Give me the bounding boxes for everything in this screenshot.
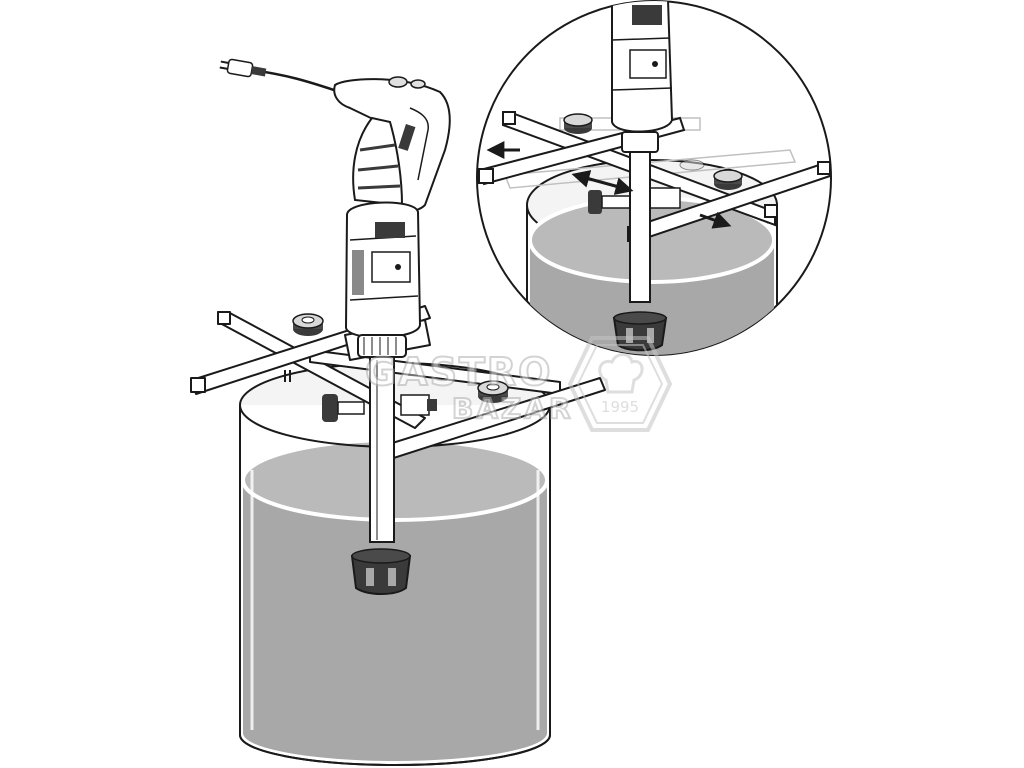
- power-plug-icon: [219, 58, 267, 78]
- watermark-line-1: GASTRO: [365, 350, 552, 394]
- clamp-knob: [322, 394, 365, 422]
- speed-display: [371, 251, 411, 283]
- clamp-bracket: [400, 394, 437, 416]
- knurled-knob-icon: [477, 380, 509, 403]
- blender-shaft: [369, 356, 395, 543]
- knurled-knob-icon: [292, 313, 324, 336]
- pot-inner-wall: [250, 470, 540, 730]
- detail-inset: [476, 0, 832, 356]
- immersion-blender: [219, 58, 451, 595]
- chef-hat-hexagon-logo: 1995: [567, 336, 673, 432]
- watermark-line-2: BAZAR: [452, 392, 574, 425]
- pot-liquid: [243, 480, 547, 761]
- pot-bottom: [239, 734, 551, 766]
- power-button: [388, 76, 408, 88]
- watermark-year: 1995: [601, 398, 639, 416]
- speed-button: [410, 79, 426, 89]
- watermark: 1995 GASTRO BAZAR: [364, 336, 673, 432]
- double-arrow-icon: [486, 141, 732, 229]
- handle-grip-stripes: [398, 124, 416, 151]
- pot-clip: [284, 370, 291, 382]
